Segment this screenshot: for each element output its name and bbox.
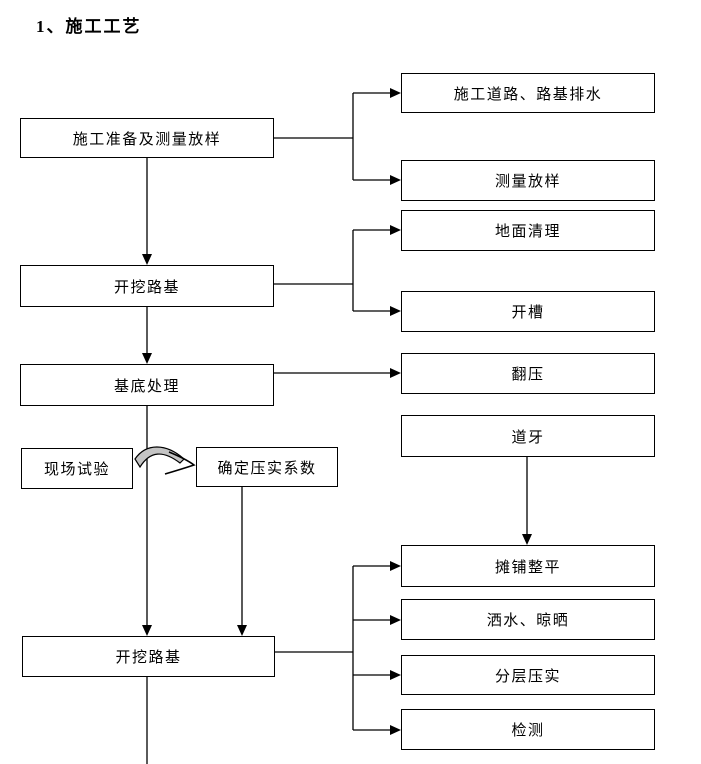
- arrowhead-turning-compaction: [390, 368, 401, 378]
- node-curb: 道牙: [401, 415, 655, 457]
- node-compaction-coeff: 确定压实系数: [196, 447, 338, 487]
- node-testing: 检测: [401, 709, 655, 750]
- hop-arrow-field-test-compaction: [134, 446, 196, 475]
- connector-base-excavate-bottom: [142, 406, 152, 636]
- hop-arrow-head: [164, 451, 196, 475]
- connector-base-turning: [274, 368, 401, 378]
- node-survey-layout: 测量放样: [401, 160, 655, 201]
- arrowhead-spreading-leveling: [390, 561, 401, 571]
- hop-arrow-ribbon: [134, 446, 185, 469]
- node-layered-compaction: 分层压实: [401, 655, 655, 695]
- node-base-treatment: 基底处理: [20, 364, 274, 406]
- connector-bottom-trunk: [275, 561, 401, 735]
- arrowhead-testing: [390, 725, 401, 735]
- node-trenching: 开槽: [401, 291, 655, 332]
- connector-excavate-base: [142, 307, 152, 364]
- connector-excavate-branch: [274, 225, 401, 316]
- arrowhead-excavate-bottom-right: [237, 625, 247, 636]
- node-watering-drying: 洒水、晾晒: [401, 599, 655, 640]
- arrowhead-layered-compaction: [390, 670, 401, 680]
- node-turning-compaction: 翻压: [401, 353, 655, 394]
- arrowhead-road-drainage: [390, 88, 401, 98]
- arrowhead-watering-drying: [390, 615, 401, 625]
- node-field-test: 现场试验: [21, 448, 133, 489]
- node-prep: 施工准备及测量放样: [20, 118, 274, 158]
- node-excavate-bottom: 开挖路基: [22, 636, 275, 677]
- node-road-drainage: 施工道路、路基排水: [401, 73, 655, 113]
- connector-prep-branch: [274, 88, 401, 185]
- arrowhead-spreading-top: [522, 534, 532, 545]
- node-excavate-top: 开挖路基: [20, 265, 274, 307]
- connector-compaction-excavate: [237, 487, 247, 636]
- node-ground-clearing: 地面清理: [401, 210, 655, 251]
- connector-prep-excavate: [142, 158, 152, 265]
- arrowhead-base-treatment: [142, 353, 152, 364]
- node-spreading-leveling: 摊铺整平: [401, 545, 655, 587]
- arrowhead-ground-clearing: [390, 225, 401, 235]
- arrowhead-excavate-bottom-left: [142, 625, 152, 636]
- arrowhead-survey-layout: [390, 175, 401, 185]
- connector-curb-spreading: [522, 457, 532, 545]
- arrowhead-trenching: [390, 306, 401, 316]
- page-title: 1、施工工艺: [36, 17, 142, 36]
- arrowhead-excavate-top: [142, 254, 152, 265]
